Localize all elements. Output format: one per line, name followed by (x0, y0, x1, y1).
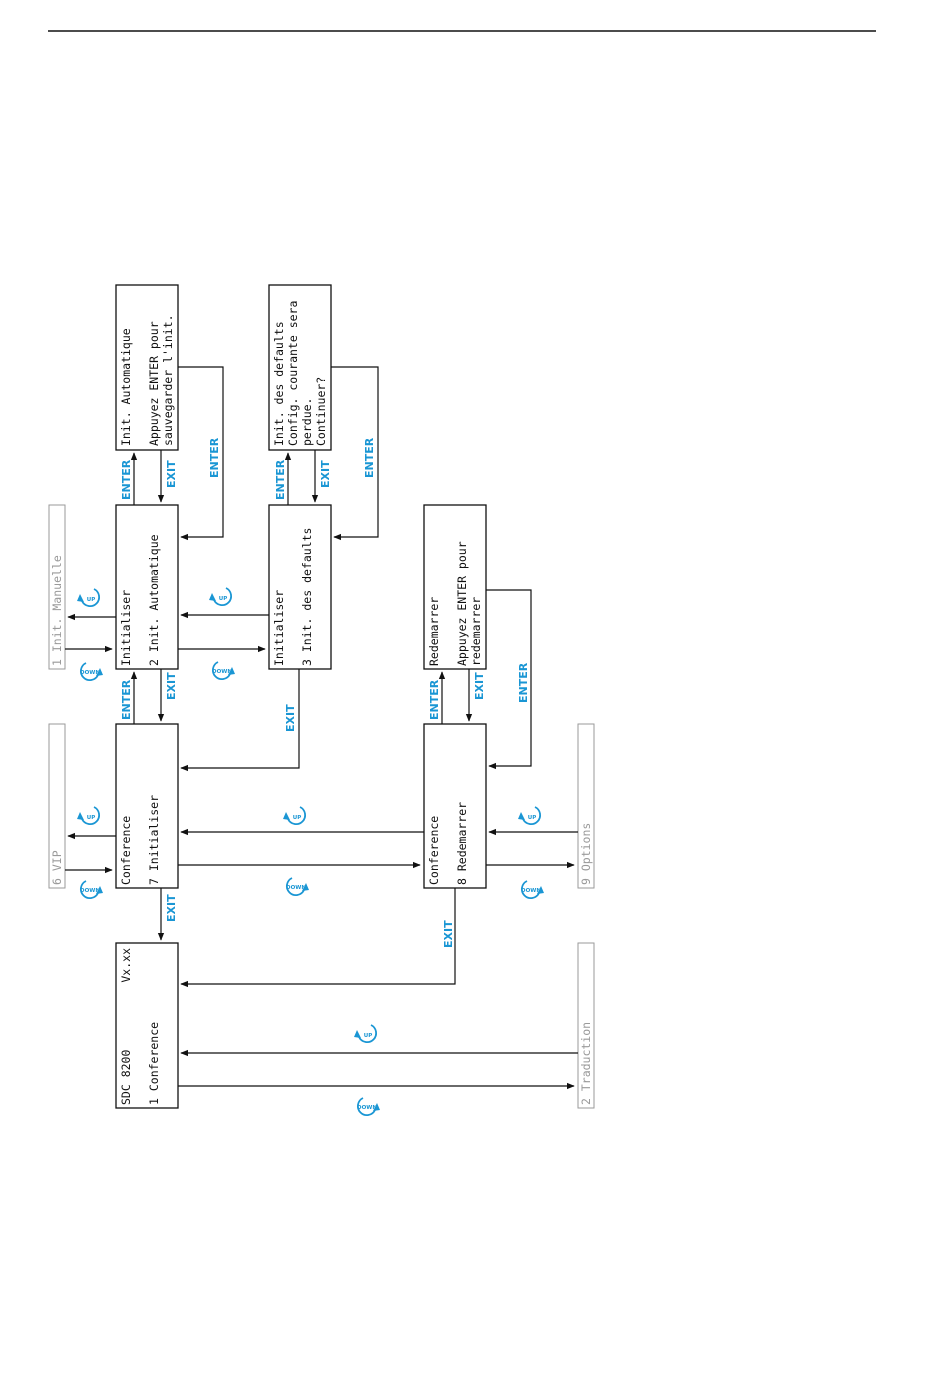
arrow-defaults-exit (180, 669, 300, 772)
arrow-auto-confirm-enter (178, 366, 224, 541)
screen-conf-init-line1: Conference (119, 816, 133, 885)
screen-main-line2: 1 Conference (147, 1022, 161, 1105)
exit-label: EXIT (473, 672, 486, 700)
rotary-up-icon: UP (353, 1024, 378, 1044)
up-label: UP (219, 596, 228, 602)
rotary-down-icon: DOWN (285, 877, 310, 897)
rotary-down-icon: DOWN (356, 1097, 381, 1117)
greyed-vip-label: 6 VIP (50, 850, 64, 885)
greyed-init-manual: 1 Init. Manuelle (48, 504, 66, 670)
screen-conf-restart-line2: 8 Redemarrer (455, 802, 469, 885)
screen-auto-confirm: Init. Automatique Appuyez ENTER pour sau… (115, 284, 179, 451)
rotary-down-icon: DOWN (79, 662, 104, 682)
screen-init-auto: Initialiser 2 Init. Automatique (115, 504, 179, 670)
screen-restart-confirm-line1: Redemarrer (427, 597, 441, 666)
exit-label: EXIT (442, 920, 455, 948)
screen-init-defaults-line2: 3 Init. des defaults (300, 528, 314, 666)
rotary-up-icon: UP (208, 587, 233, 607)
down-label: DOWN (286, 885, 306, 891)
down-label: DOWN (212, 669, 232, 675)
exit-label: EXIT (284, 704, 297, 732)
screen-conf-init: Conference 7 Initialiser (115, 723, 179, 889)
rotary-down-icon: DOWN (211, 661, 236, 681)
up-label: UP (87, 597, 96, 603)
screen-init-auto-line1: Initialiser (119, 590, 133, 666)
down-label: DOWN (80, 670, 100, 676)
screen-main-line1: SDC 8200 (119, 1050, 133, 1105)
screen-defaults-confirm: Init. des defaults Config. courante sera… (268, 284, 332, 451)
greyed-translation: 2 Traduction (577, 942, 595, 1109)
enter-label: ENTER (208, 437, 221, 478)
up-label: UP (87, 815, 96, 821)
screen-init-defaults: Initialiser 3 Init. des defaults (268, 504, 332, 670)
screen-main: SDC 8200 Vx.xx 1 Conference (115, 942, 179, 1109)
up-label: UP (528, 815, 537, 821)
screen-auto-confirm-line1: Init. Automatique (119, 328, 133, 446)
exit-label: EXIT (319, 460, 332, 488)
rotary-down-icon: DOWN (520, 880, 545, 900)
screen-conf-restart-line1: Conference (427, 816, 441, 885)
enter-label: ENTER (120, 459, 133, 500)
exit-label: EXIT (165, 894, 178, 922)
greyed-options: 9 Options (577, 723, 595, 889)
rotary-up-icon: UP (282, 806, 307, 826)
exit-label: EXIT (165, 460, 178, 488)
down-label: DOWN (80, 888, 100, 894)
down-label: DOWN (521, 888, 541, 894)
screen-defaults-confirm-line3: perdue. (300, 398, 314, 446)
screen-restart-confirm-line2: Appuyez ENTER pour (455, 541, 469, 666)
greyed-vip: 6 VIP (48, 723, 66, 889)
greyed-init-manual-label: 1 Init. Manuelle (50, 555, 64, 666)
screen-auto-confirm-line3: sauvegarder l'init. (161, 314, 175, 446)
greyed-translation-label: 2 Traduction (579, 1022, 593, 1105)
up-label: UP (293, 815, 302, 821)
screen-init-defaults-line1: Initialiser (272, 590, 286, 666)
arrow-restart-exit (180, 888, 456, 988)
rotary-up-icon: UP (517, 806, 542, 826)
down-label: DOWN (357, 1105, 377, 1111)
screen-conf-init-line2: 7 Initialiser (147, 795, 161, 885)
screen-defaults-confirm-line4: Continuer? (314, 377, 328, 446)
enter-label: ENTER (274, 459, 287, 500)
rotary-up-icon: UP (76, 806, 101, 826)
enter-label: ENTER (363, 437, 376, 478)
screen-restart-confirm: Redemarrer Appuyez ENTER pour redemarrer (423, 504, 487, 670)
enter-label: ENTER (120, 679, 133, 720)
enter-label: ENTER (517, 662, 530, 703)
screen-restart-confirm-line3: redemarrer (469, 597, 483, 666)
arrow-restart-confirm-enter (486, 589, 532, 770)
screen-main-version: Vx.xx (119, 948, 133, 983)
exit-label: EXIT (165, 672, 178, 700)
screen-auto-confirm-line2: Appuyez ENTER pour (147, 321, 161, 446)
enter-label: ENTER (428, 679, 441, 720)
screen-init-auto-line2: 2 Init. Automatique (147, 534, 161, 666)
screen-defaults-confirm-line2: Config. courante sera (286, 301, 300, 446)
arrow-defaults-confirm-enter (331, 366, 379, 541)
up-label: UP (364, 1033, 373, 1039)
greyed-options-label: 9 Options (579, 823, 593, 885)
rotary-up-icon: UP (76, 588, 101, 608)
screen-defaults-confirm-line1: Init. des defaults (272, 321, 286, 446)
screen-conf-restart: Conference 8 Redemarrer (423, 723, 487, 889)
rotary-down-icon: DOWN (79, 880, 104, 900)
